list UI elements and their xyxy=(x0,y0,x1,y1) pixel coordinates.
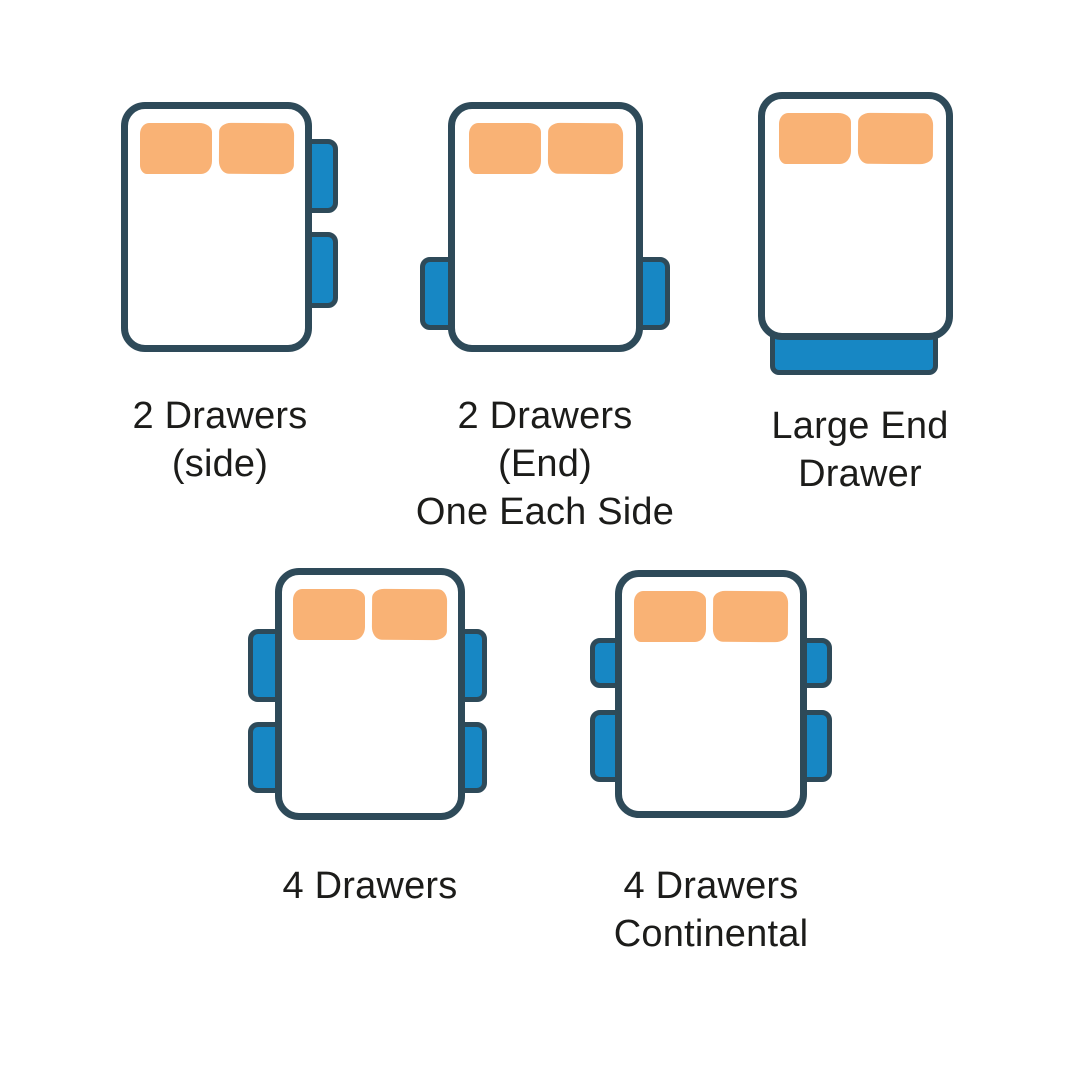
pillow-icon xyxy=(547,122,623,175)
bed-mattress-icon xyxy=(275,568,465,820)
bed-mattress-icon xyxy=(615,570,807,818)
figure-label-line: (side) xyxy=(171,443,269,485)
figure-2-drawers-end-one-each-side: 2 Drawers (End) One Each Side xyxy=(410,95,680,533)
figure-label: 4 Drawers xyxy=(235,862,505,910)
figure-label: 2 Drawers (side) xyxy=(85,392,355,488)
figure-label-line: One Each Side xyxy=(415,491,675,533)
bed-mattress-icon xyxy=(758,92,953,340)
pillow-icon xyxy=(218,122,294,175)
figure-large-end-drawer: Large End Drawer xyxy=(720,85,1000,495)
bed-top-view-icon xyxy=(235,560,505,980)
figure-label-line: 2 Drawers xyxy=(132,395,308,437)
pillow-icon xyxy=(778,113,851,164)
pillow-icon xyxy=(712,590,789,643)
figure-label: 4 Drawers Continental xyxy=(576,862,846,958)
figure-label-line: 4 Drawers xyxy=(282,865,458,907)
bed-top-view-icon xyxy=(410,95,680,495)
bed-top-view-icon xyxy=(85,95,355,495)
bed-top-view-icon xyxy=(720,85,1000,495)
figure-4-drawers-continental: 4 Drawers Continental xyxy=(576,560,846,980)
figure-4-drawers: 4 Drawers xyxy=(235,560,505,980)
pillow-icon xyxy=(634,591,706,642)
bed-mattress-icon xyxy=(448,102,643,352)
figure-label-line: 2 Drawers (End) xyxy=(457,395,633,485)
pillow-row xyxy=(282,588,458,641)
pillow-row xyxy=(455,122,636,175)
figure-label: 2 Drawers (End) One Each Side xyxy=(410,392,680,536)
pillow-row xyxy=(622,590,800,643)
pillow-icon xyxy=(857,112,933,165)
figure-label-line: 4 Drawers xyxy=(623,865,799,907)
pillow-icon xyxy=(139,123,212,174)
figure-label-line: Drawer xyxy=(798,453,922,495)
figure-label-line: Continental xyxy=(613,913,809,955)
figure-label: Large End Drawer xyxy=(720,402,1000,498)
pillow-icon xyxy=(468,123,541,174)
figure-2-drawers-side: 2 Drawers (side) xyxy=(85,95,355,495)
figure-label-line: Large End xyxy=(771,405,949,447)
bed-mattress-icon xyxy=(121,102,312,352)
pillow-icon xyxy=(371,588,448,641)
bed-top-view-icon xyxy=(576,560,846,980)
pillow-row xyxy=(128,122,305,175)
pillow-row xyxy=(765,112,946,165)
pillow-icon xyxy=(293,589,365,640)
